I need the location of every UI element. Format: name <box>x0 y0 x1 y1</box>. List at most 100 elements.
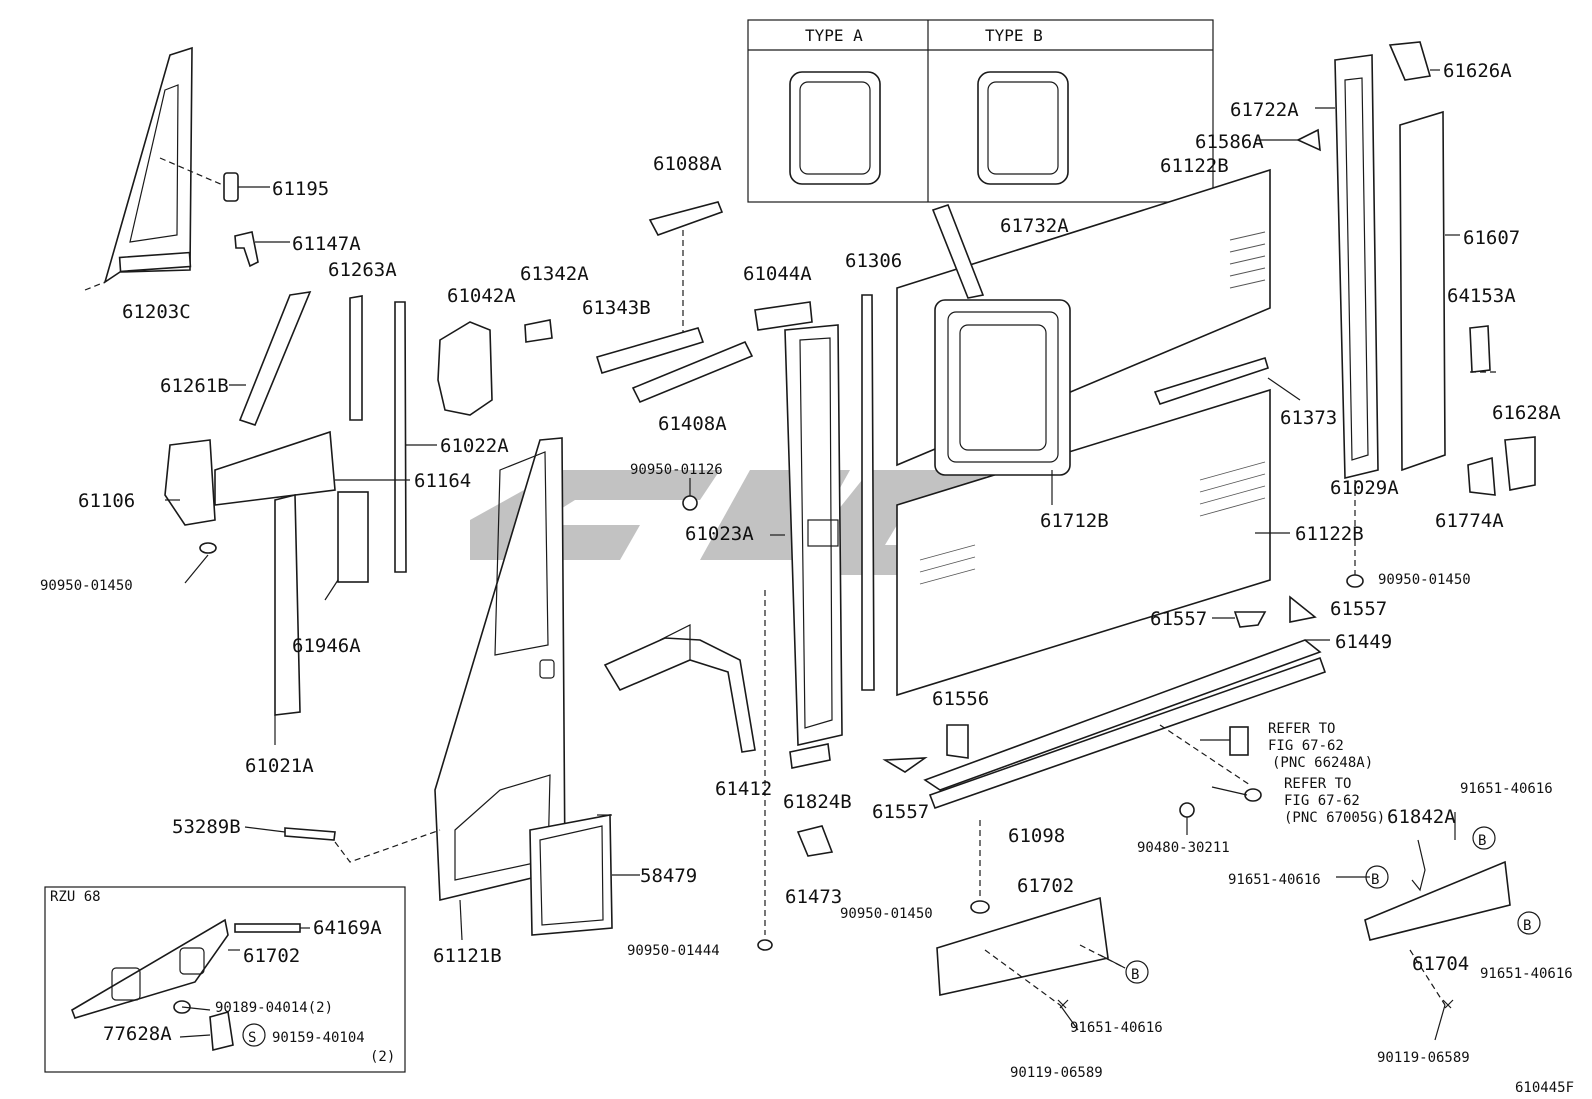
refer-2-pnc: (PNC 67005G) <box>1284 810 1385 826</box>
label-61203C: 61203C <box>122 301 191 323</box>
label-90159-40104-qty: (2) <box>370 1049 395 1065</box>
label-61306: 61306 <box>845 250 902 272</box>
label-61164: 61164 <box>414 470 471 492</box>
label-91651-40616-c: 91651-40616 <box>1480 966 1573 982</box>
label-61122B-top: 61122B <box>1160 155 1229 177</box>
label-61722A: 61722A <box>1230 99 1299 121</box>
label-61774A: 61774A <box>1435 510 1504 532</box>
window-type-inset: TYPE A TYPE B <box>747 19 1214 203</box>
label-90950-01450-right: 90950-01450 <box>1378 572 1471 588</box>
label-61607: 61607 <box>1463 227 1520 249</box>
label-90950-01450-bottom: 90950-01450 <box>840 906 933 922</box>
window-frame-type-b <box>977 71 1069 185</box>
rocker-panel <box>923 639 1327 914</box>
type-b-label: TYPE B <box>985 26 1043 45</box>
refer-note-1: REFER TO FIG 67-62 (PNC 66248A) <box>1268 721 1373 771</box>
label-61702: 61702 <box>1017 875 1074 897</box>
label-64169A: 64169A <box>313 917 382 939</box>
label-53289B: 53289B <box>172 816 241 838</box>
label-61373: 61373 <box>1280 407 1337 429</box>
label-61088A: 61088A <box>653 153 722 175</box>
side-window-frames <box>931 204 1071 476</box>
left-pillar-parts <box>164 290 553 716</box>
refer-2-line2: FIG 67-62 <box>1284 793 1360 809</box>
label-61044A: 61044A <box>743 263 812 285</box>
rzu68-inset <box>44 886 406 1073</box>
front-door-panel <box>434 437 566 902</box>
label-61586A: 61586A <box>1195 131 1264 153</box>
label-91651-40616-a: 91651-40616 <box>1460 781 1553 797</box>
label-61626A: 61626A <box>1443 60 1512 82</box>
label-61343B: 61343B <box>582 297 651 319</box>
type-a-label: TYPE A <box>805 26 863 45</box>
circle-markers: B B B B S <box>242 826 1541 1047</box>
label-61042A: 61042A <box>447 285 516 307</box>
label-61342A: 61342A <box>520 263 589 285</box>
label-90950-01450-left: 90950-01450 <box>40 578 133 594</box>
label-61702-inset: 61702 <box>243 945 300 967</box>
label-61556: 61556 <box>932 688 989 710</box>
label-90189-04014: 90189-04014(2) <box>215 1000 333 1016</box>
label-77628A: 77628A <box>103 1023 172 1045</box>
label-61261B: 61261B <box>160 375 229 397</box>
side-panel-lower <box>896 356 1271 697</box>
marker-s: S <box>248 1030 256 1046</box>
label-61704: 61704 <box>1412 953 1469 975</box>
label-58479: 58479 <box>640 865 697 887</box>
marker-b-3: B <box>1523 918 1531 934</box>
label-90950-01444: 90950-01444 <box>627 943 720 959</box>
label-64153A: 64153A <box>1447 285 1516 307</box>
label-61121B: 61121B <box>433 945 502 967</box>
label-61098: 61098 <box>1008 825 1065 847</box>
small-gussets <box>882 595 1317 773</box>
refer-2-line1: REFER TO <box>1284 776 1351 792</box>
rear-pillar <box>1296 41 1536 588</box>
refer-1-line2: FIG 67-62 <box>1268 738 1344 754</box>
label-61557-a: 61557 <box>1150 608 1207 630</box>
label-61022A: 61022A <box>440 435 509 457</box>
label-61473: 61473 <box>785 886 842 908</box>
label-61023A: 61023A <box>685 523 754 545</box>
diagram-id-code: 610445F <box>1515 1080 1574 1096</box>
label-90159-40104: 90159-40104 <box>272 1030 365 1046</box>
label-90480-30211: 90480-30211 <box>1137 840 1230 856</box>
label-61021A: 61021A <box>245 755 314 777</box>
label-61106: 61106 <box>78 490 135 512</box>
label-61408A: 61408A <box>658 413 727 435</box>
step-panel-61702 <box>936 896 1126 1009</box>
label-91651-40616-d: 91651-40616 <box>1070 1020 1163 1036</box>
door-weatherstrip <box>284 814 613 936</box>
label-61029A: 61029A <box>1330 477 1399 499</box>
window-frame-type-a <box>789 71 881 185</box>
label-61412: 61412 <box>715 778 772 800</box>
wheel-arch-trim <box>603 624 756 753</box>
label-61824B: 61824B <box>783 791 852 813</box>
part-labels: 61195 61147A 61203C 61263A 61261B 61042A… <box>40 60 1573 1081</box>
label-61842A: 61842A <box>1387 806 1456 828</box>
label-90119-06589-a: 90119-06589 <box>1010 1065 1103 1081</box>
label-90119-06589-b: 90119-06589 <box>1377 1050 1470 1066</box>
step-panel-61704 <box>1364 839 1511 1009</box>
marker-b-2: B <box>1371 872 1379 888</box>
label-61263A: 61263A <box>328 259 397 281</box>
refer-note-2: REFER TO FIG 67-62 (PNC 67005G) <box>1284 776 1385 826</box>
label-61946A: 61946A <box>292 635 361 657</box>
label-61147A: 61147A <box>292 233 361 255</box>
inset-model-label: RZU 68 <box>50 889 101 905</box>
center-pillar <box>682 294 875 951</box>
label-61557-b: 61557 <box>1330 598 1387 620</box>
marker-b-1: B <box>1478 833 1486 849</box>
quarter-window-frame <box>84 46 259 291</box>
roof-rail-parts <box>595 201 754 404</box>
marker-b-4: B <box>1131 967 1139 983</box>
refer-1-line1: REFER TO <box>1268 721 1335 737</box>
label-91651-40616-b: 91651-40616 <box>1228 872 1321 888</box>
label-90950-01126: 90950-01126 <box>630 462 723 478</box>
label-61557-c: 61557 <box>872 801 929 823</box>
label-61122B-bottom: 61122B <box>1295 523 1364 545</box>
refer-1-pnc: (PNC 66248A) <box>1272 755 1373 771</box>
label-61732A: 61732A <box>1000 215 1069 237</box>
label-61712B: 61712B <box>1040 510 1109 532</box>
label-61449: 61449 <box>1335 631 1392 653</box>
